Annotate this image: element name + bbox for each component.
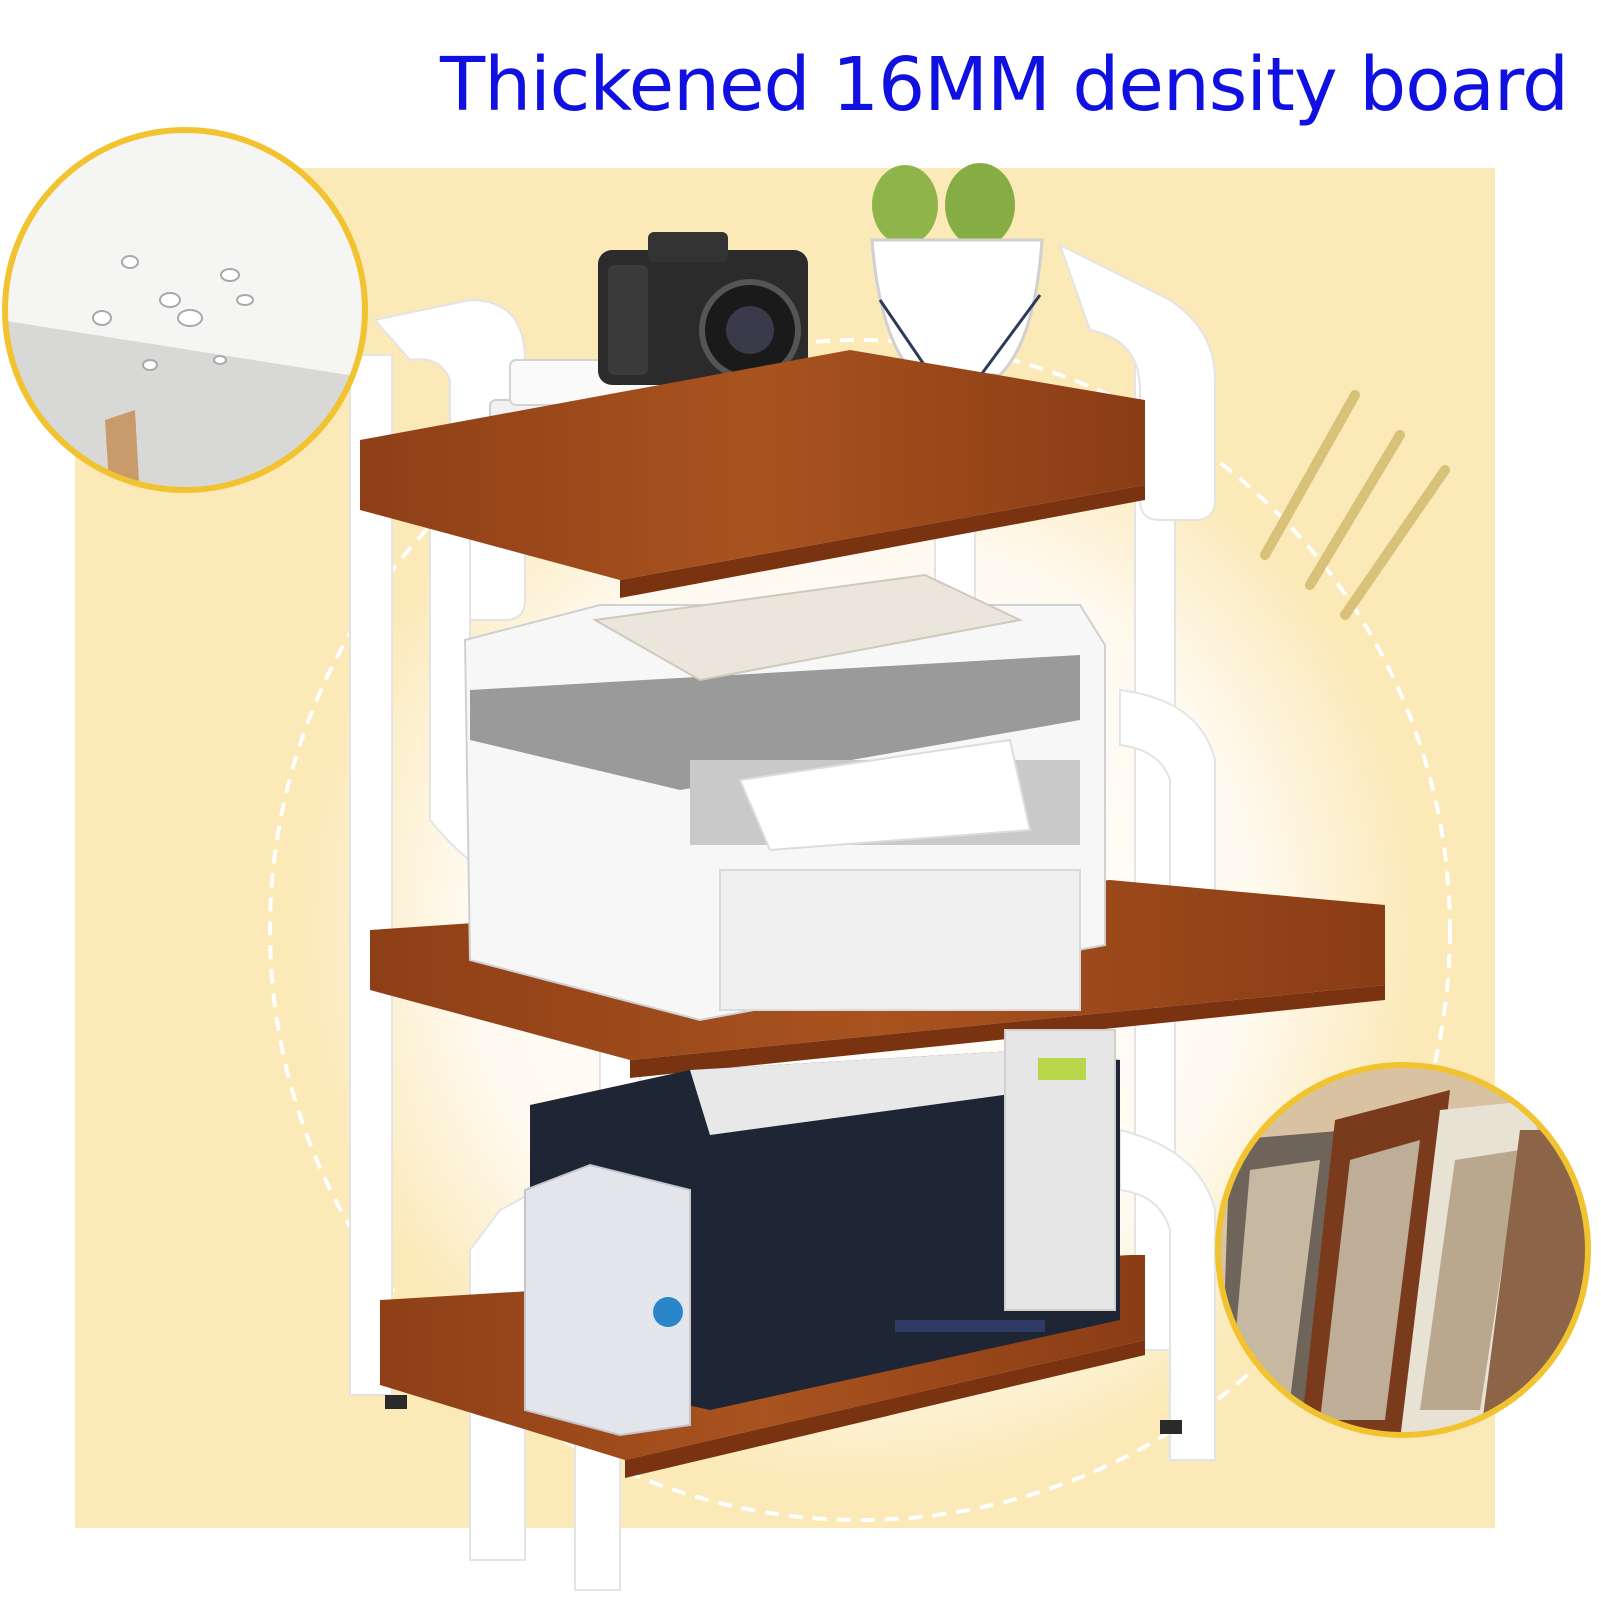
camera xyxy=(598,232,808,385)
dashed-ring xyxy=(268,338,1452,1522)
knife-icons xyxy=(1260,390,1450,620)
computer-tower xyxy=(524,1163,691,1437)
board-section-callout xyxy=(1215,1062,1591,1438)
multifunction-printer xyxy=(463,573,1106,1022)
potted-cactus xyxy=(869,163,1044,413)
top-shelf xyxy=(360,350,1145,598)
stand-feet xyxy=(385,1395,1182,1434)
waterproof-callout xyxy=(2,127,368,493)
headline: Thickened 16MM density board xyxy=(440,42,1569,128)
